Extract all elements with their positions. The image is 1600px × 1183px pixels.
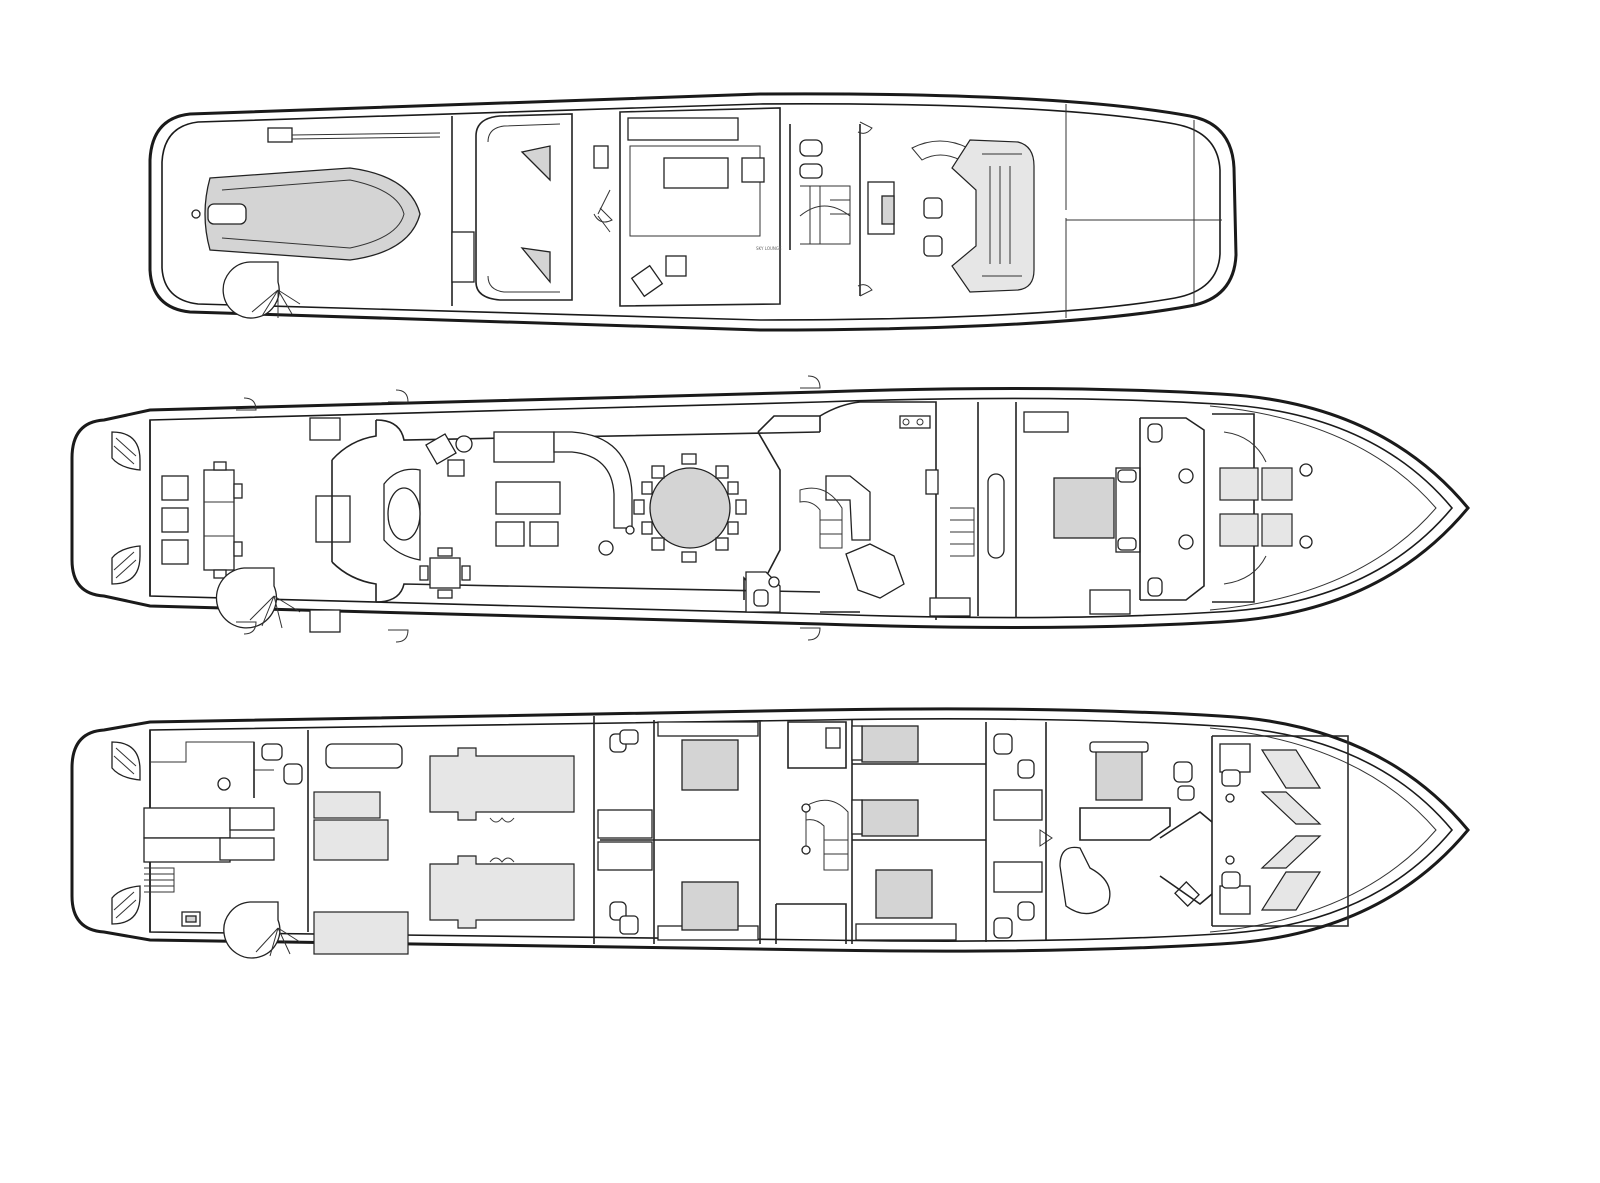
crane <box>267 127 293 143</box>
aft-deck-table <box>203 469 235 571</box>
helm-chair-stbd <box>923 235 943 257</box>
lower-spiral-stair <box>223 901 281 959</box>
sunpad-port <box>1219 467 1259 501</box>
tender-boat <box>204 167 421 261</box>
aft-step-stbd <box>111 545 141 585</box>
lower-deck-hull <box>70 707 1470 953</box>
crew-bunk-stbd <box>1260 871 1322 911</box>
aft-step-port <box>111 431 141 471</box>
vip-bed <box>1095 747 1143 801</box>
sun-lounger-port <box>520 145 551 182</box>
dining-table <box>649 467 731 549</box>
main-deck-stair <box>799 487 843 549</box>
lower-aft-step-port <box>111 741 141 781</box>
master-bed <box>1053 477 1115 539</box>
cabin-bed-2 <box>681 881 739 931</box>
spiral-stair-main <box>215 567 278 629</box>
sun-deck-plan: SKY LOUNGE <box>148 92 1238 332</box>
interior-stair <box>800 185 851 245</box>
crew-bunk-port <box>1260 749 1322 789</box>
lower-deck-plan <box>70 707 1470 959</box>
lower-aft-step-stbd <box>111 885 141 925</box>
engine-port <box>429 747 575 821</box>
lower-lobby-stair <box>805 799 849 871</box>
svg-text:SKY LOUNGE: SKY LOUNGE <box>756 246 782 251</box>
door-swings <box>236 121 873 643</box>
sun-lounger-stbd <box>520 247 551 284</box>
coffee-table <box>495 481 561 515</box>
main-deck-plan <box>70 386 1470 633</box>
helm-chair-port <box>923 197 943 219</box>
sky-lounge-table <box>663 157 729 189</box>
cabin-bed-3 <box>875 869 933 919</box>
sunpad-stbd <box>1219 513 1259 547</box>
engine-stbd <box>429 855 575 929</box>
cabin-bed-1 <box>681 739 739 791</box>
galley-counter <box>825 475 871 541</box>
spiral-stair-aft <box>222 261 280 319</box>
helm-console <box>951 139 1035 293</box>
